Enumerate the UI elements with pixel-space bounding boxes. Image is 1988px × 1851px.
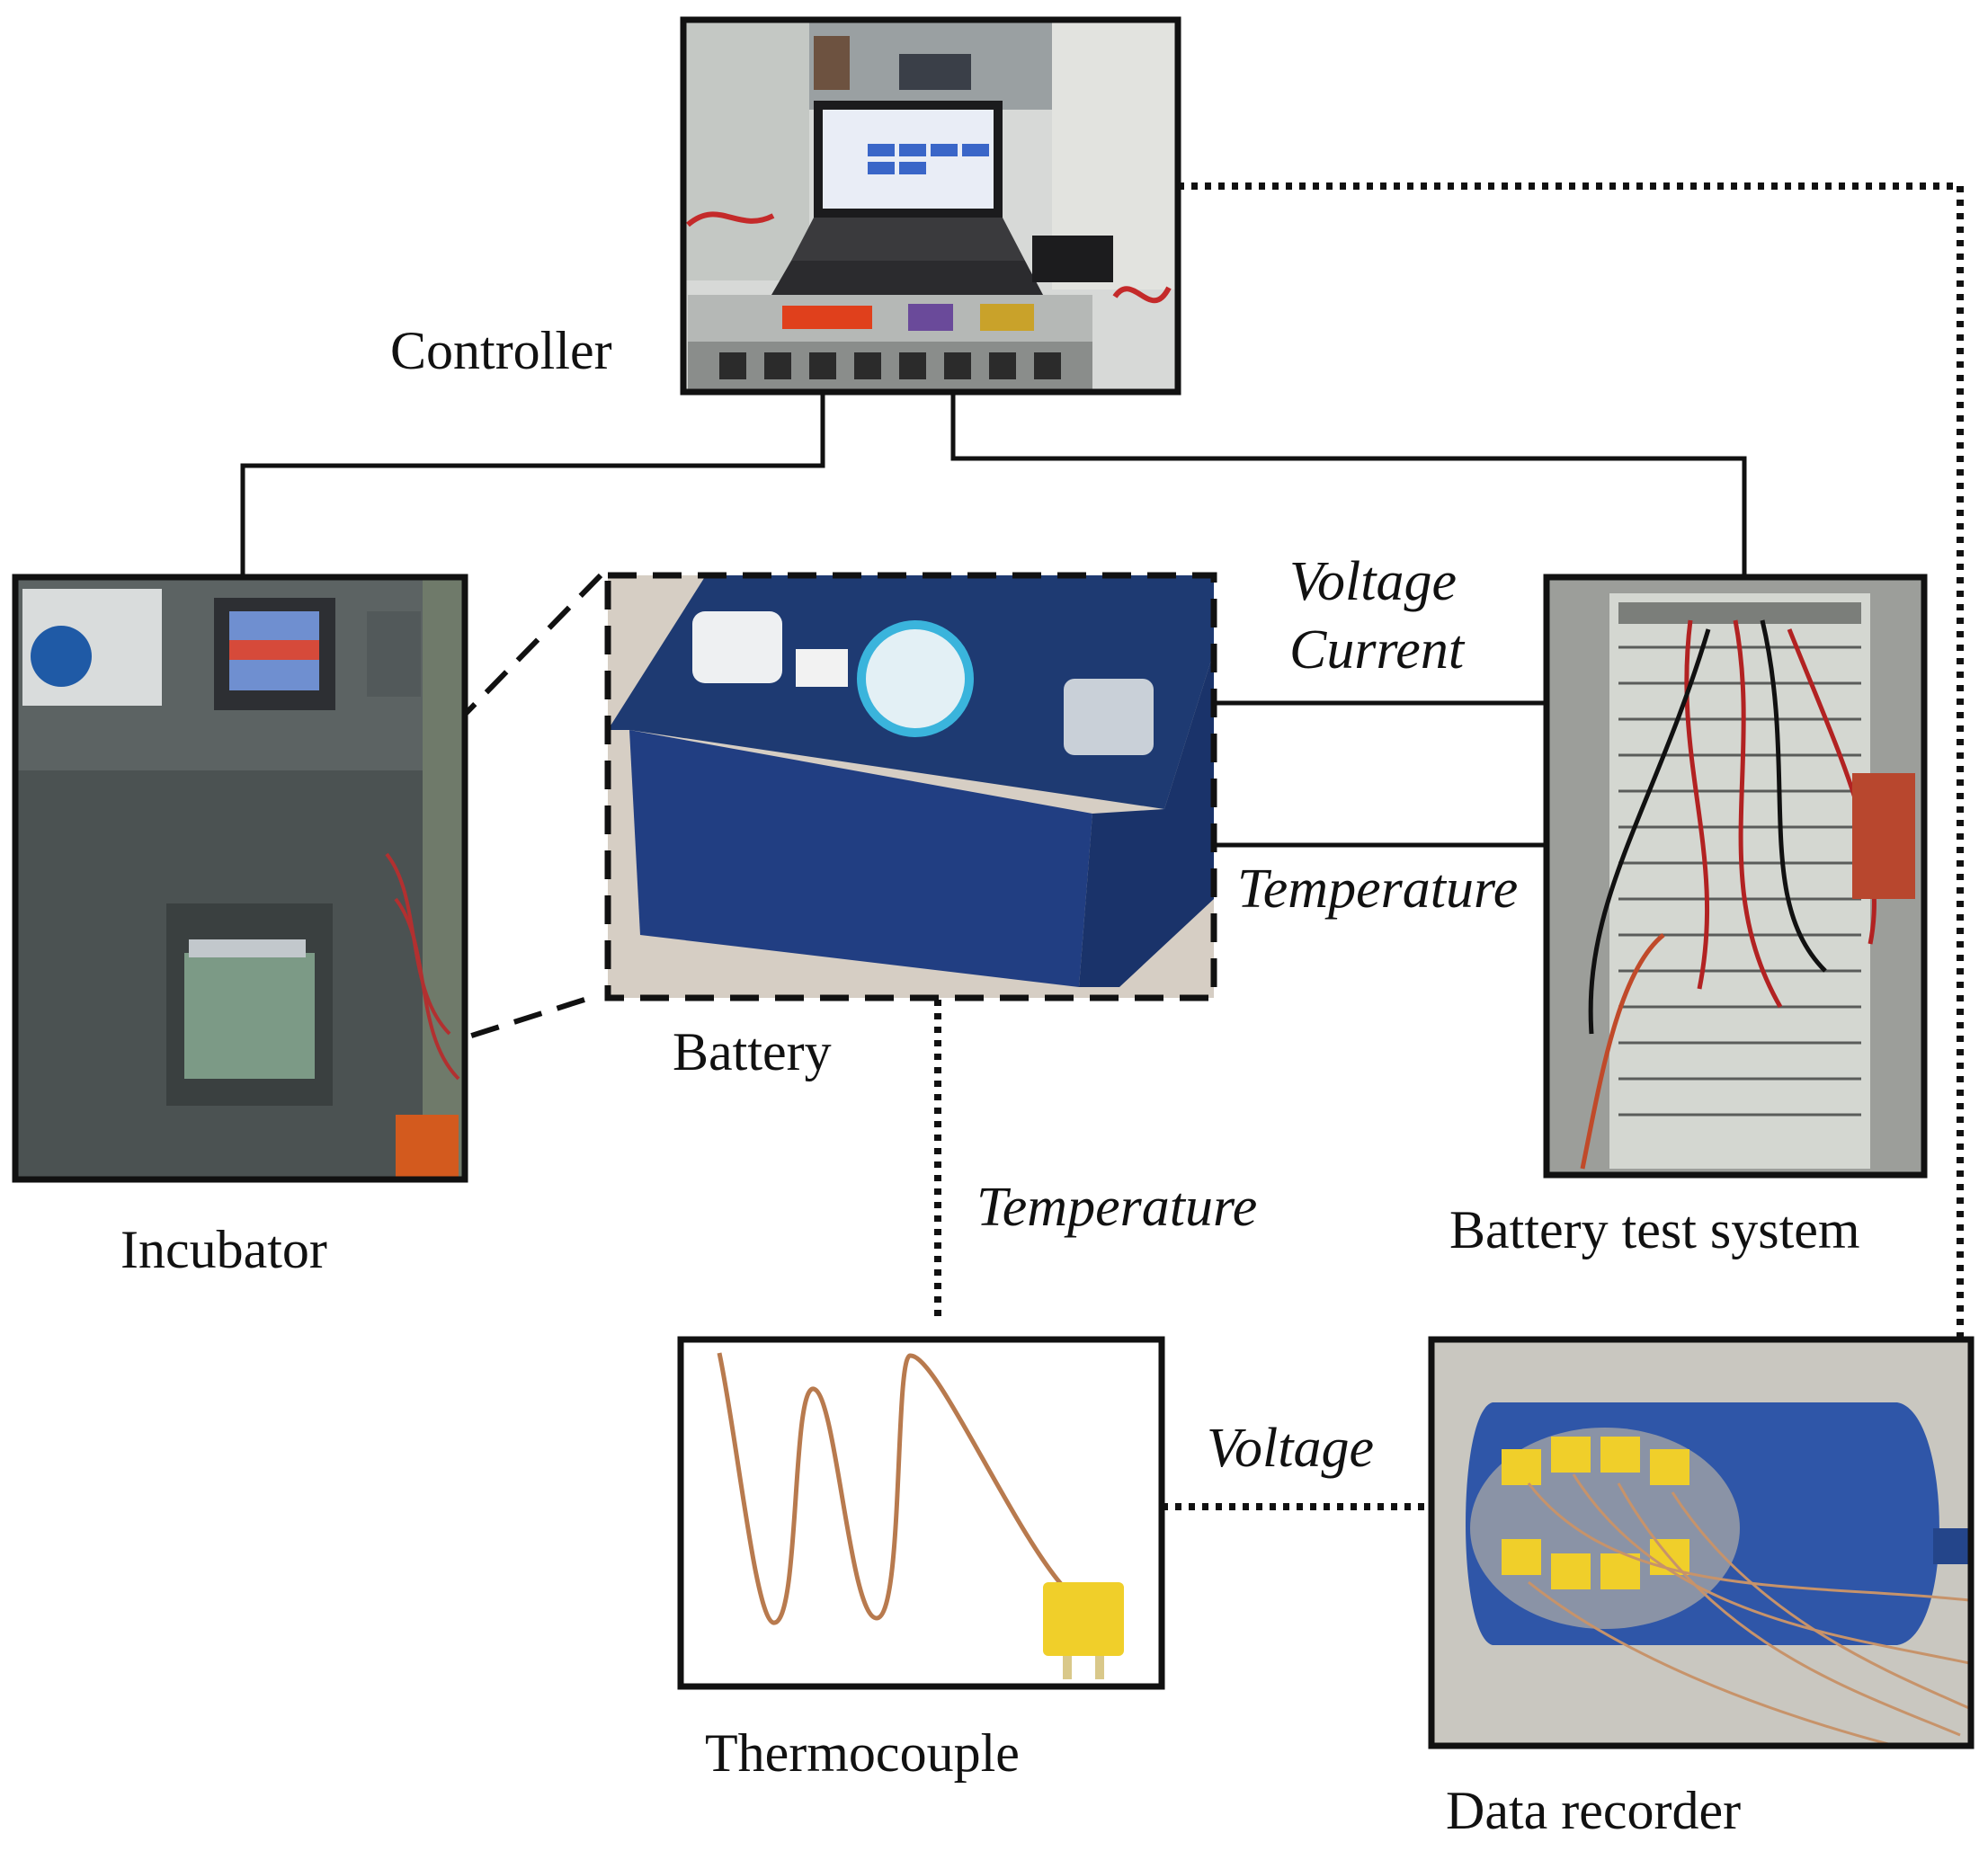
controller-recorder-link xyxy=(1178,182,1964,1339)
thermocouple-photo xyxy=(677,1336,1165,1690)
recorder-voltage-label: Voltage xyxy=(1207,1418,1374,1479)
incubator-label: Incubator xyxy=(120,1220,327,1279)
battery-label: Battery xyxy=(673,1022,832,1081)
probe-wires xyxy=(1527,1473,1970,1746)
connectors xyxy=(240,394,1747,848)
temperature-signal-label: Temperature xyxy=(1237,859,1519,920)
current-signal-label: Current xyxy=(1289,619,1465,681)
data-recorder-label: Data recorder xyxy=(1446,1781,1742,1840)
thermocouple-label: Thermocouple xyxy=(705,1723,1020,1783)
thermocouple-wire-icon xyxy=(717,1352,1063,1625)
cables xyxy=(1580,619,1877,1170)
controller-test-system-link xyxy=(950,394,1747,575)
rack-slots xyxy=(1618,645,1861,1117)
battery-test-system-photo xyxy=(1543,574,1928,1179)
data-recorder-photo xyxy=(1428,1336,1975,1749)
logo-icon xyxy=(31,626,92,687)
incubator-photo xyxy=(12,574,468,1183)
negative-terminal-icon xyxy=(1064,679,1154,755)
controller-incubator-link xyxy=(240,394,825,575)
controller-label: Controller xyxy=(390,321,612,380)
input-connectors xyxy=(1502,1437,1689,1589)
controller-photo xyxy=(680,16,1181,396)
thermocouple-temperature-label: Temperature xyxy=(976,1177,1258,1238)
positive-terminal-icon xyxy=(692,611,782,683)
thermocouple-plug-icon xyxy=(1043,1582,1124,1656)
battery-test-system-label: Battery test system xyxy=(1449,1200,1860,1259)
dotted-connectors xyxy=(934,182,1964,1510)
vent-icon xyxy=(857,620,974,737)
battery-photo xyxy=(604,572,1217,1001)
voltage-signal-label: Voltage xyxy=(1289,551,1457,612)
incubator-window-icon xyxy=(184,953,315,1079)
